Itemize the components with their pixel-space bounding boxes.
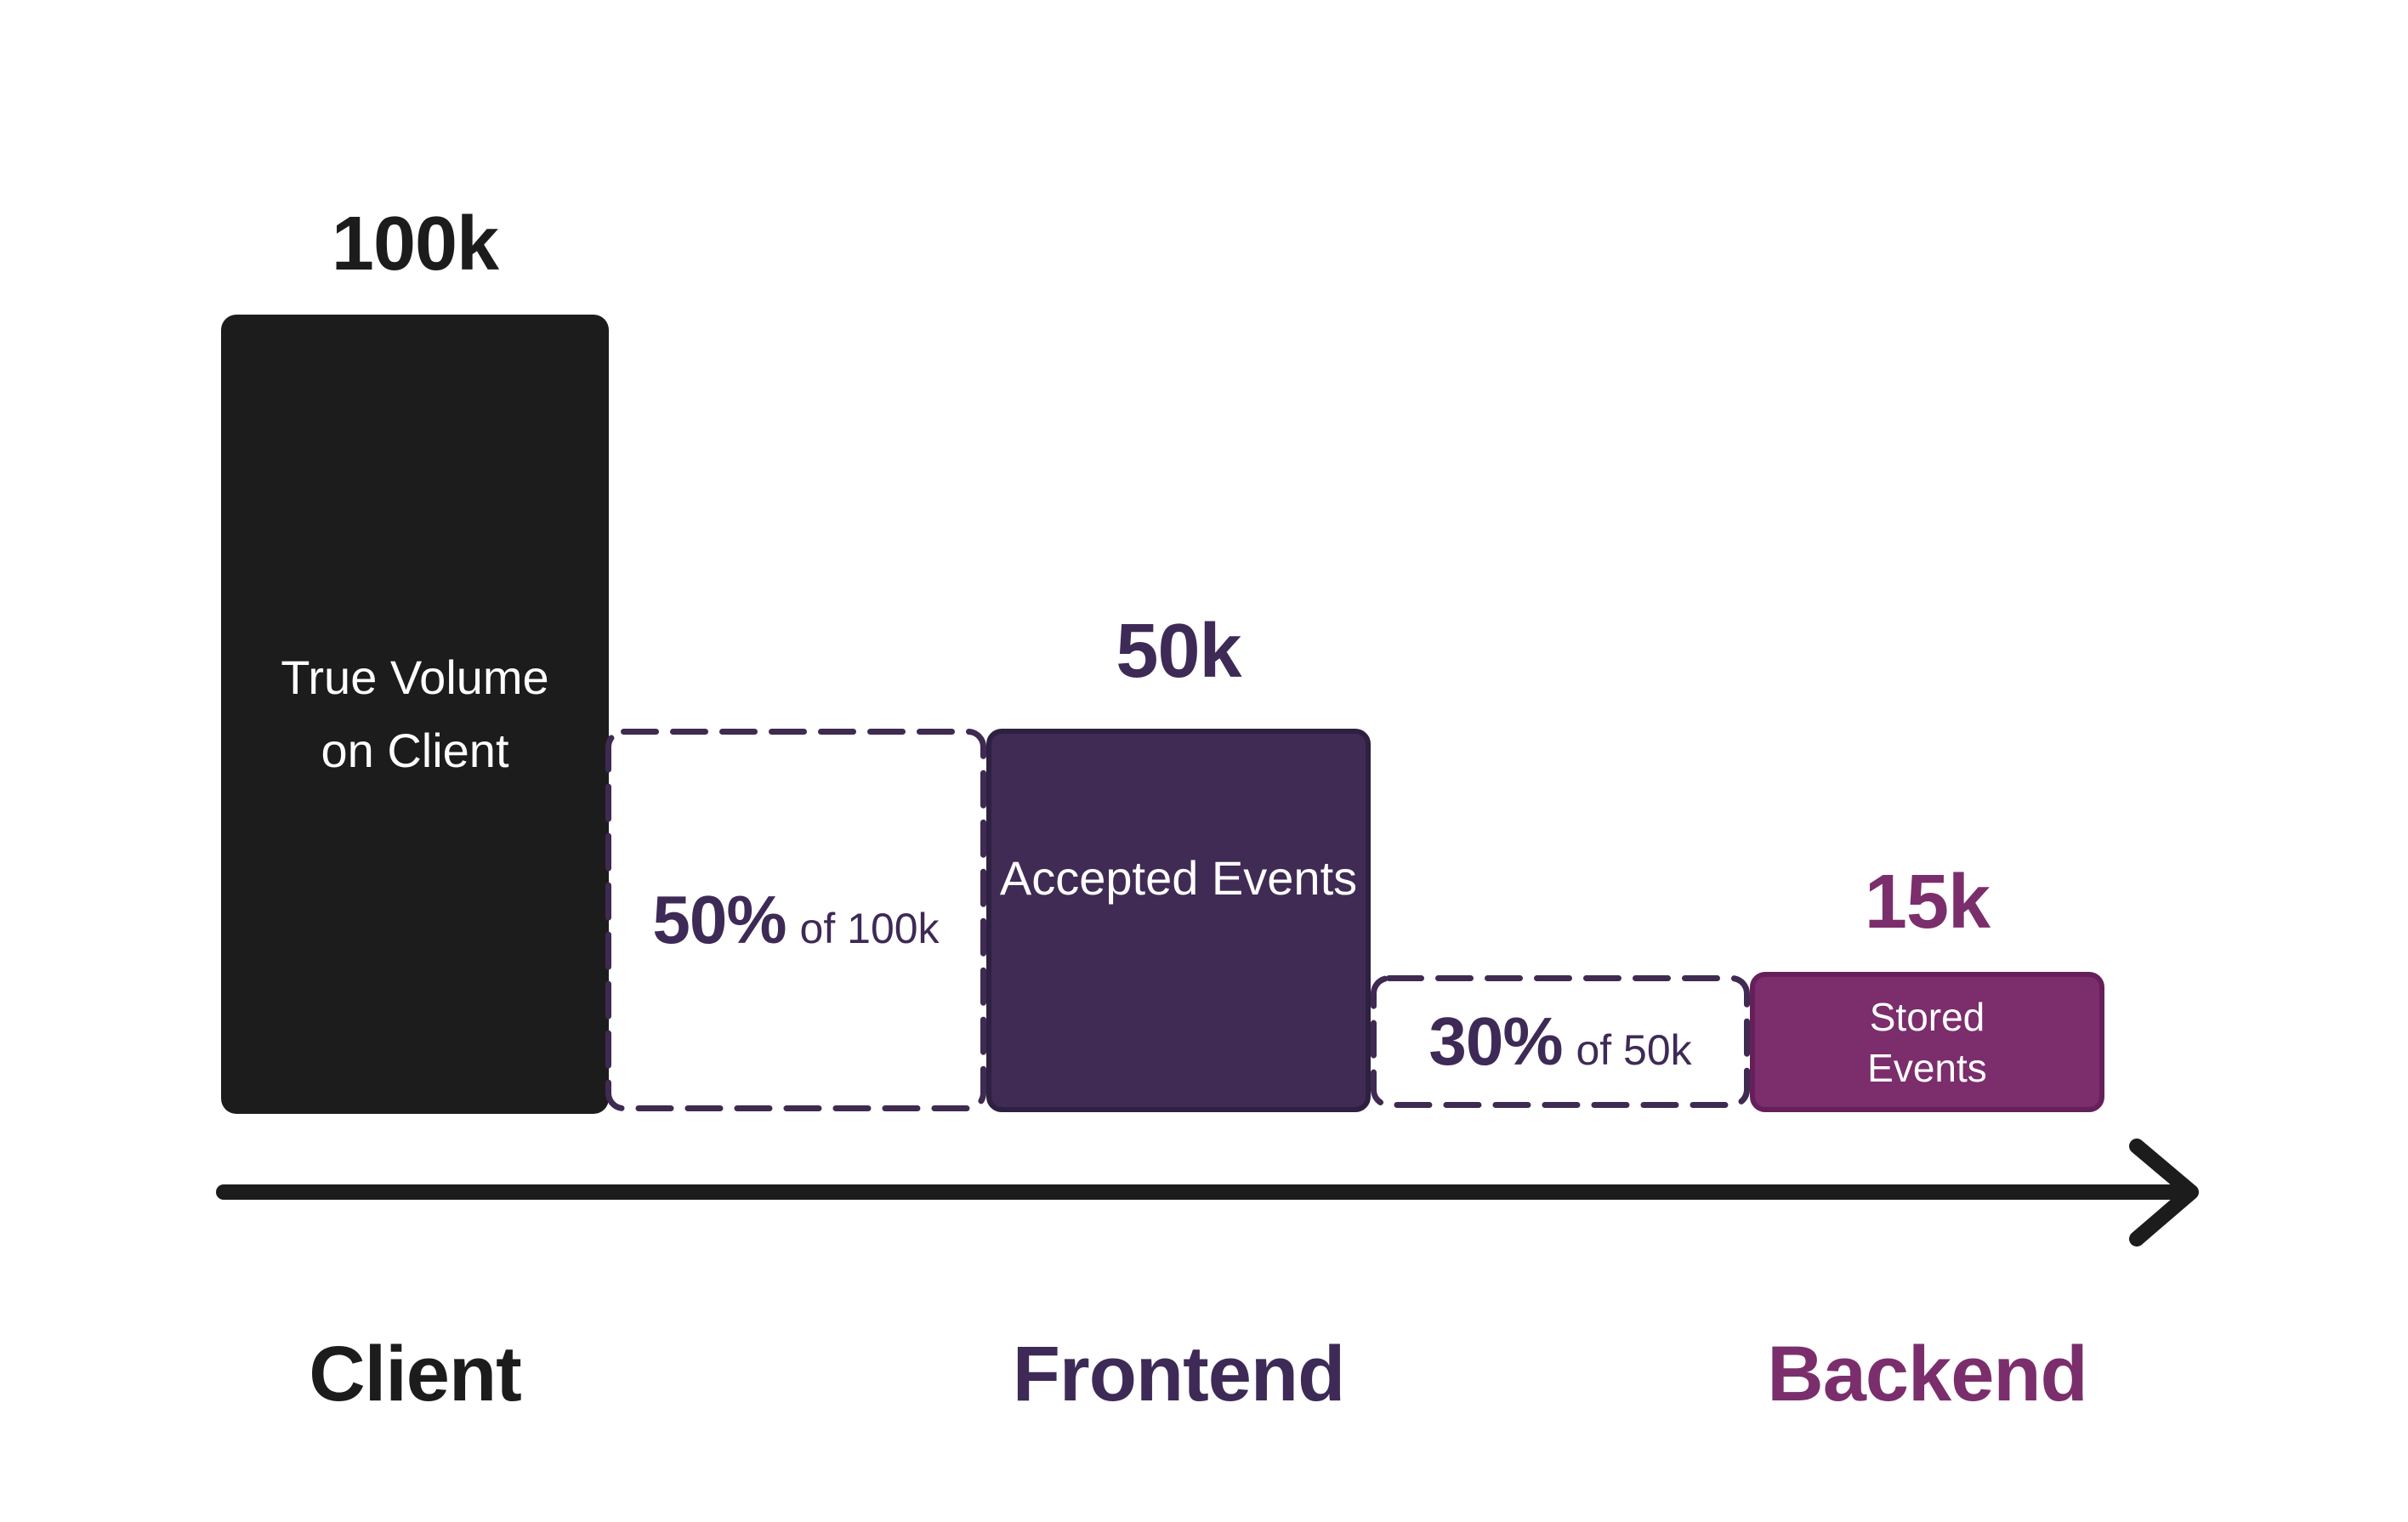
dashed-border	[605, 729, 986, 1111]
value-label-frontend: 50k	[1116, 609, 1241, 694]
dashed-border	[1371, 975, 1750, 1108]
drop-annotation: 30% of 50k	[1428, 1002, 1691, 1081]
bar-label: Stored Events	[1867, 994, 1987, 1090]
value-label-client: 100k	[331, 202, 499, 287]
bar-true-volume-on-client: True Volume on Client	[221, 315, 609, 1114]
bar-stored-events: Stored Events	[1750, 972, 2104, 1112]
axis-label-client: Client	[309, 1331, 522, 1417]
axis-label-frontend: Frontend	[1012, 1331, 1346, 1417]
bar-label: Accepted Events	[999, 851, 1358, 905]
drop-percent: 50%	[652, 882, 787, 957]
drop-box-backend: 30% of 50k	[1371, 975, 1750, 1108]
drop-percent: 30%	[1428, 1003, 1563, 1079]
bar-accepted-events: Accepted Events	[986, 729, 1371, 1112]
drop-annotation: 50% of 100k	[652, 881, 939, 959]
bar-label: True Volume on Client	[281, 650, 549, 777]
drop-of: of 50k	[1576, 1026, 1692, 1074]
value-label-backend: 15k	[1864, 860, 1991, 945]
axis-label-backend: Backend	[1767, 1331, 2088, 1417]
drop-box-frontend: 50% of 100k	[605, 729, 986, 1111]
drop-of: of 100k	[799, 905, 940, 952]
